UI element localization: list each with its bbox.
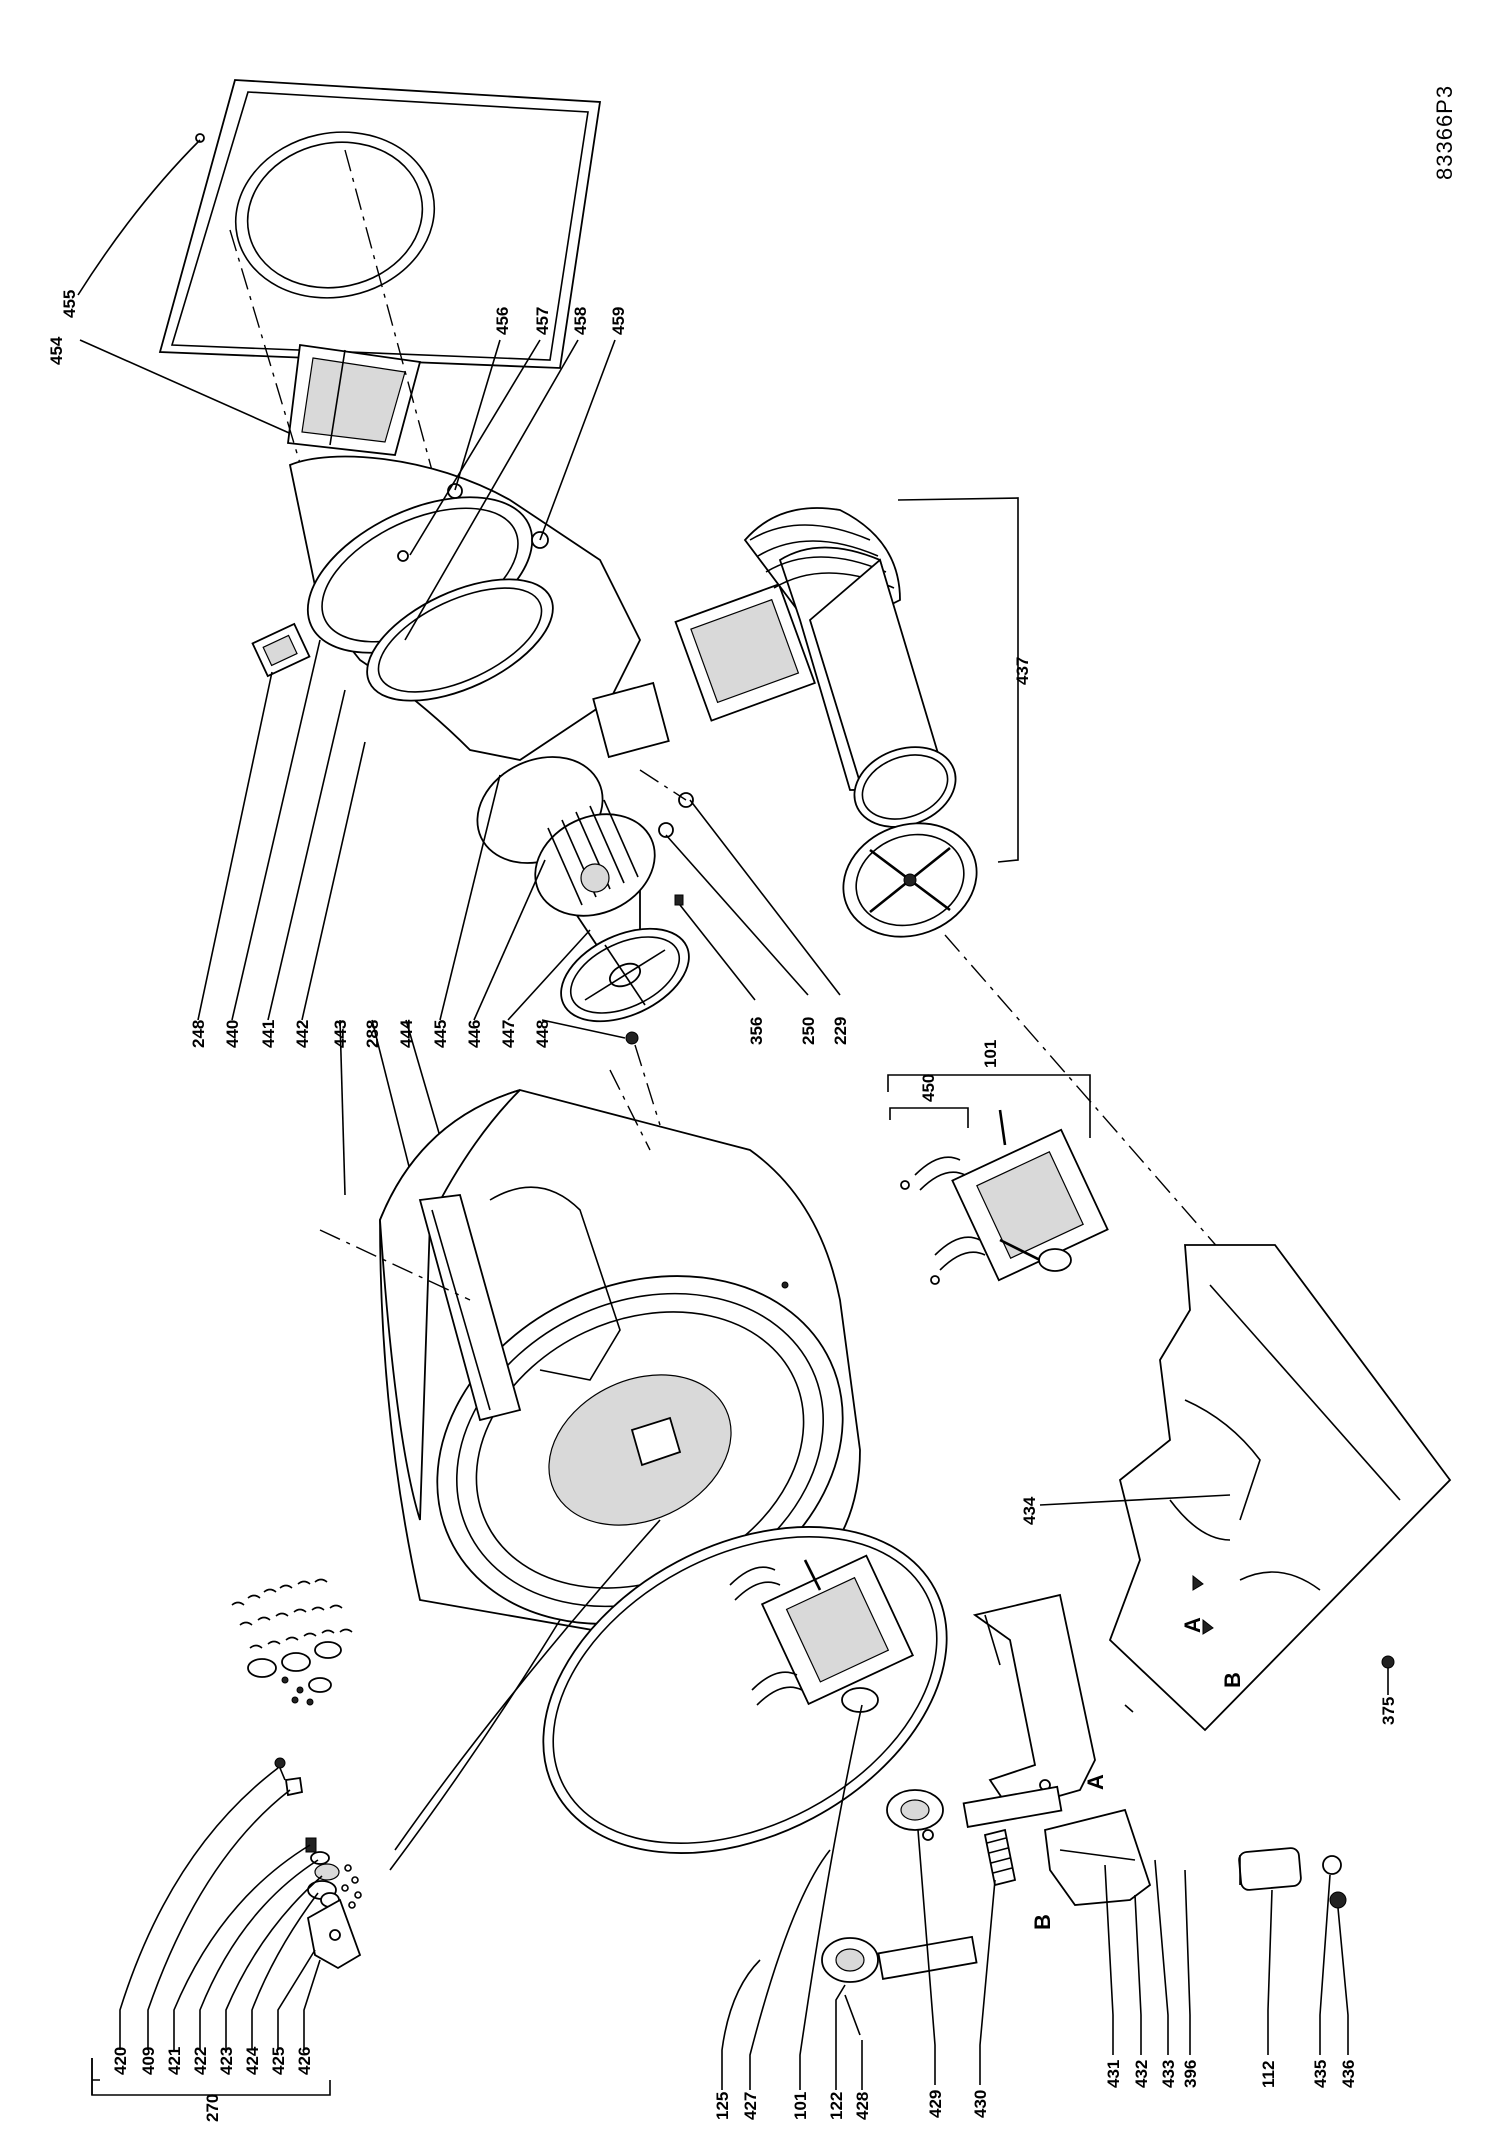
callout-409: 409 [139, 2047, 158, 2075]
callout-250: 250 [799, 1017, 818, 1045]
tensioner-bracket [1044, 1808, 1152, 1906]
lint-filter [286, 343, 422, 456]
base-plate [1108, 1244, 1452, 1732]
callout-421: 421 [165, 2047, 184, 2075]
callout-248: 248 [189, 1020, 208, 1048]
exhaust-vent-cap [842, 822, 978, 938]
callout-444: 444 [397, 1019, 416, 1048]
fan-cover [560, 927, 690, 1023]
callout-270: 270 [203, 2094, 222, 2122]
callout-437: 437 [1013, 657, 1032, 685]
callout-459: 459 [609, 307, 628, 335]
callout-425: 425 [269, 2047, 288, 2075]
callout-441: 441 [259, 1020, 278, 1048]
callout-375: 375 [1379, 1697, 1398, 1725]
bearing-kit-parts [231, 1578, 362, 1970]
dryer-drum [379, 1089, 861, 1641]
callout-288: 288 [363, 1020, 382, 1048]
exhaust-duct [674, 507, 957, 828]
callout-396: 396 [1181, 2060, 1200, 2088]
motor-mount-bracket [972, 1593, 1096, 1812]
callout-426: 426 [295, 2047, 314, 2075]
callout-458: 458 [571, 307, 590, 335]
fan-nut [625, 1031, 639, 1045]
marker-a-plate: A [1180, 1617, 1205, 1633]
drawing-code: 83366P3 [1432, 85, 1457, 180]
callout-432: 432 [1132, 2060, 1151, 2088]
callout-420: 420 [111, 2047, 130, 2075]
callout-101-motor: 101 [981, 1040, 1000, 1068]
blower-wheel [476, 756, 656, 955]
marker-a-bracket: A [1083, 1774, 1108, 1790]
callout-229: 229 [831, 1017, 850, 1045]
callout-457: 457 [533, 307, 552, 335]
callout-447: 447 [499, 1020, 518, 1048]
front-panel [158, 79, 602, 369]
callout-445: 445 [431, 1020, 450, 1048]
leader-434 [1039, 1494, 1231, 1506]
callout-429: 429 [926, 2090, 945, 2118]
callout-356: 356 [747, 1017, 766, 1045]
leader-455 [77, 139, 201, 296]
callout-448: 448 [533, 1020, 552, 1048]
callout-101: 101 [791, 2092, 810, 2120]
leader-454 [79, 339, 306, 441]
callout-430: 430 [971, 2090, 990, 2118]
door-switch [251, 622, 311, 678]
callout-435: 435 [1311, 2060, 1330, 2088]
callout-456: 456 [493, 307, 512, 335]
callout-424: 424 [243, 2046, 262, 2075]
callout-423: 423 [217, 2047, 236, 2075]
callout-125: 125 [713, 2092, 732, 2120]
marker-b-plate: B [1220, 1672, 1245, 1688]
bracket-450 [889, 1107, 969, 1128]
callout-446: 446 [465, 1020, 484, 1048]
callout-434: 434 [1020, 1496, 1039, 1525]
callout-433: 433 [1159, 2060, 1178, 2088]
callout-428: 428 [853, 2092, 872, 2120]
callout-450: 450 [919, 1074, 938, 1102]
callout-427: 427 [741, 2092, 760, 2120]
capacitor [1238, 1847, 1347, 1909]
callout-455: 455 [60, 290, 79, 318]
marker-b-bracket: B [1030, 1914, 1055, 1930]
callout-436: 436 [1339, 2060, 1358, 2088]
bracket-437 [897, 497, 1019, 863]
blower-housing [288, 455, 670, 761]
callout-431: 431 [1104, 2060, 1123, 2088]
callout-440: 440 [223, 1020, 242, 1048]
callout-422: 422 [191, 2047, 210, 2075]
idler-assembly [821, 1785, 1063, 2036]
callout-442: 442 [293, 1020, 312, 1048]
callout-122: 122 [827, 2092, 846, 2120]
callout-454: 454 [47, 336, 66, 365]
drive-motor-upper [900, 1109, 1109, 1285]
bracket-101-motor [887, 1074, 1091, 1138]
callout-443: 443 [331, 1020, 350, 1048]
callout-112: 112 [1259, 2061, 1278, 2088]
drive-motor-lower [729, 1554, 915, 1713]
